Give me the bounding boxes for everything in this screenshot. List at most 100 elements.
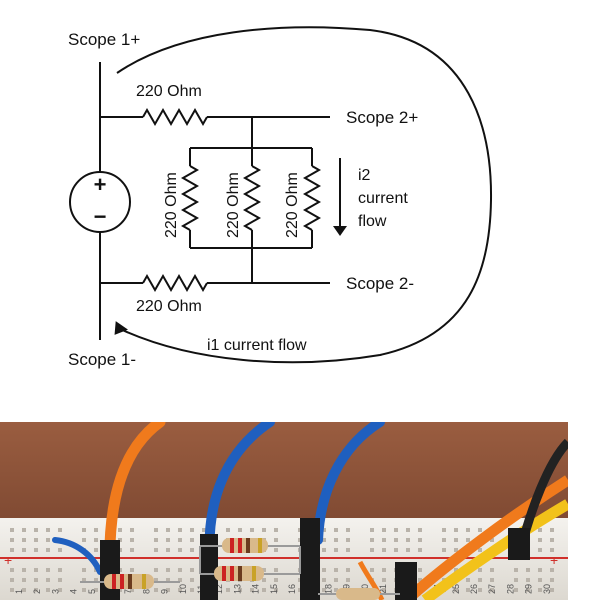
breadboard-hole <box>382 578 386 582</box>
breadboard-hole <box>406 538 410 542</box>
breadboard-hole <box>322 538 326 542</box>
breadboard-hole <box>82 578 86 582</box>
column-number: 7 <box>123 589 133 594</box>
breadboard-hole <box>418 548 422 552</box>
breadboard-hole <box>10 528 14 532</box>
breadboard-hole <box>334 538 338 542</box>
breadboard-hole <box>22 538 26 542</box>
breadboard-hole <box>46 528 50 532</box>
breadboard-hole <box>94 578 98 582</box>
parallel-resistor-2 <box>242 165 262 231</box>
breadboard-hole <box>118 528 122 532</box>
breadboard-hole <box>22 578 26 582</box>
breadboard-hole <box>130 588 134 592</box>
scope1-minus-label: Scope 1- <box>68 350 136 369</box>
parallel-resistor-2-label: 220 Ohm <box>225 172 242 238</box>
i1-arrow-head <box>114 321 128 335</box>
breadboard-photo: + + 123456789101112131415161718192021222… <box>0 422 568 600</box>
i2-label-line-2: current <box>358 190 408 207</box>
breadboard-hole <box>538 578 542 582</box>
bottom-resistor <box>142 273 208 293</box>
voltage-source-icon <box>69 171 131 233</box>
breadboard-hole <box>550 528 554 532</box>
breadboard-hole <box>202 528 206 532</box>
breadboard-hole <box>538 548 542 552</box>
breadboard-hole <box>178 568 182 572</box>
breadboard-hole <box>538 528 542 532</box>
breadboard-hole <box>34 528 38 532</box>
breadboard-hole <box>178 538 182 542</box>
breadboard-hole <box>466 588 470 592</box>
breadboard-hole <box>394 538 398 542</box>
column-number: 1 <box>14 589 24 594</box>
breadboard-hole <box>382 568 386 572</box>
breadboard-hole <box>166 538 170 542</box>
breadboard-hole <box>538 588 542 592</box>
parallel-resistor-3 <box>302 165 322 231</box>
breadboard-hole <box>82 538 86 542</box>
breadboard-hole <box>94 588 98 592</box>
breadboard-hole <box>370 528 374 532</box>
breadboard-hole <box>34 578 38 582</box>
breadboard-hole <box>538 568 542 572</box>
column-number: 4 <box>69 589 79 594</box>
breadboard-hole <box>226 528 230 532</box>
breadboard-hole <box>130 548 134 552</box>
breadboard-hole <box>34 568 38 572</box>
column-number: 14 <box>251 584 261 594</box>
breadboard-hole <box>466 528 470 532</box>
circuit-schematic: Scope 1+ Scope 1- Scope 2+ Scope 2- 220 … <box>68 26 493 369</box>
breadboard-hole <box>94 538 98 542</box>
breadboard-hole <box>46 548 50 552</box>
column-number: 18 <box>323 584 333 594</box>
breadboard-hole <box>154 578 158 582</box>
breadboard-hole <box>478 548 482 552</box>
breadboard-hole <box>442 548 446 552</box>
breadboard-hole <box>526 578 530 582</box>
breadboard-hole <box>274 528 278 532</box>
scope2-minus-label: Scope 2- <box>346 274 414 293</box>
i2-label-line-3: flow <box>358 213 387 230</box>
column-number: 13 <box>232 584 242 594</box>
breadboard-hole <box>94 548 98 552</box>
breadboard-hole <box>34 588 38 592</box>
column-number: 21 <box>378 584 388 594</box>
column-number: 3 <box>50 589 60 594</box>
breadboard-hole <box>454 538 458 542</box>
breadboard-hole <box>490 568 494 572</box>
breadboard-hole <box>166 578 170 582</box>
column-number: 12 <box>214 584 224 594</box>
breadboard-hole <box>166 588 170 592</box>
breadboard-hole <box>22 548 26 552</box>
breadboard-hole <box>82 568 86 572</box>
breadboard-hole <box>550 548 554 552</box>
breadboard-hole <box>178 528 182 532</box>
breadboard-hole <box>178 548 182 552</box>
i1-label: i1 current flow <box>207 337 307 354</box>
breadboard-hole <box>22 588 26 592</box>
breadboard-hole <box>550 538 554 542</box>
header-pin-5 <box>508 528 530 560</box>
column-number: 25 <box>451 584 461 594</box>
breadboard-hole <box>190 548 194 552</box>
column-number: 8 <box>141 589 151 594</box>
breadboard-hole <box>490 538 494 542</box>
breadboard-hole <box>526 568 530 572</box>
breadboard-hole <box>82 588 86 592</box>
breadboard-hole <box>550 578 554 582</box>
breadboard-hole <box>322 568 326 572</box>
column-number: 10 <box>178 584 188 594</box>
column-number: 2 <box>32 589 42 594</box>
breadboard-hole <box>46 588 50 592</box>
breadboard-hole <box>334 568 338 572</box>
breadboard-hole <box>478 588 482 592</box>
breadboard-hole <box>46 578 50 582</box>
breadboard-hole <box>466 538 470 542</box>
breadboard-hole <box>82 528 86 532</box>
i2-arrow-head <box>333 226 347 236</box>
source-minus-sign: − <box>94 204 107 229</box>
breadboard-hole <box>250 588 254 592</box>
breadboard-hole <box>274 578 278 582</box>
rail-plus-right: + <box>550 552 558 568</box>
breadboard-hole <box>382 538 386 542</box>
